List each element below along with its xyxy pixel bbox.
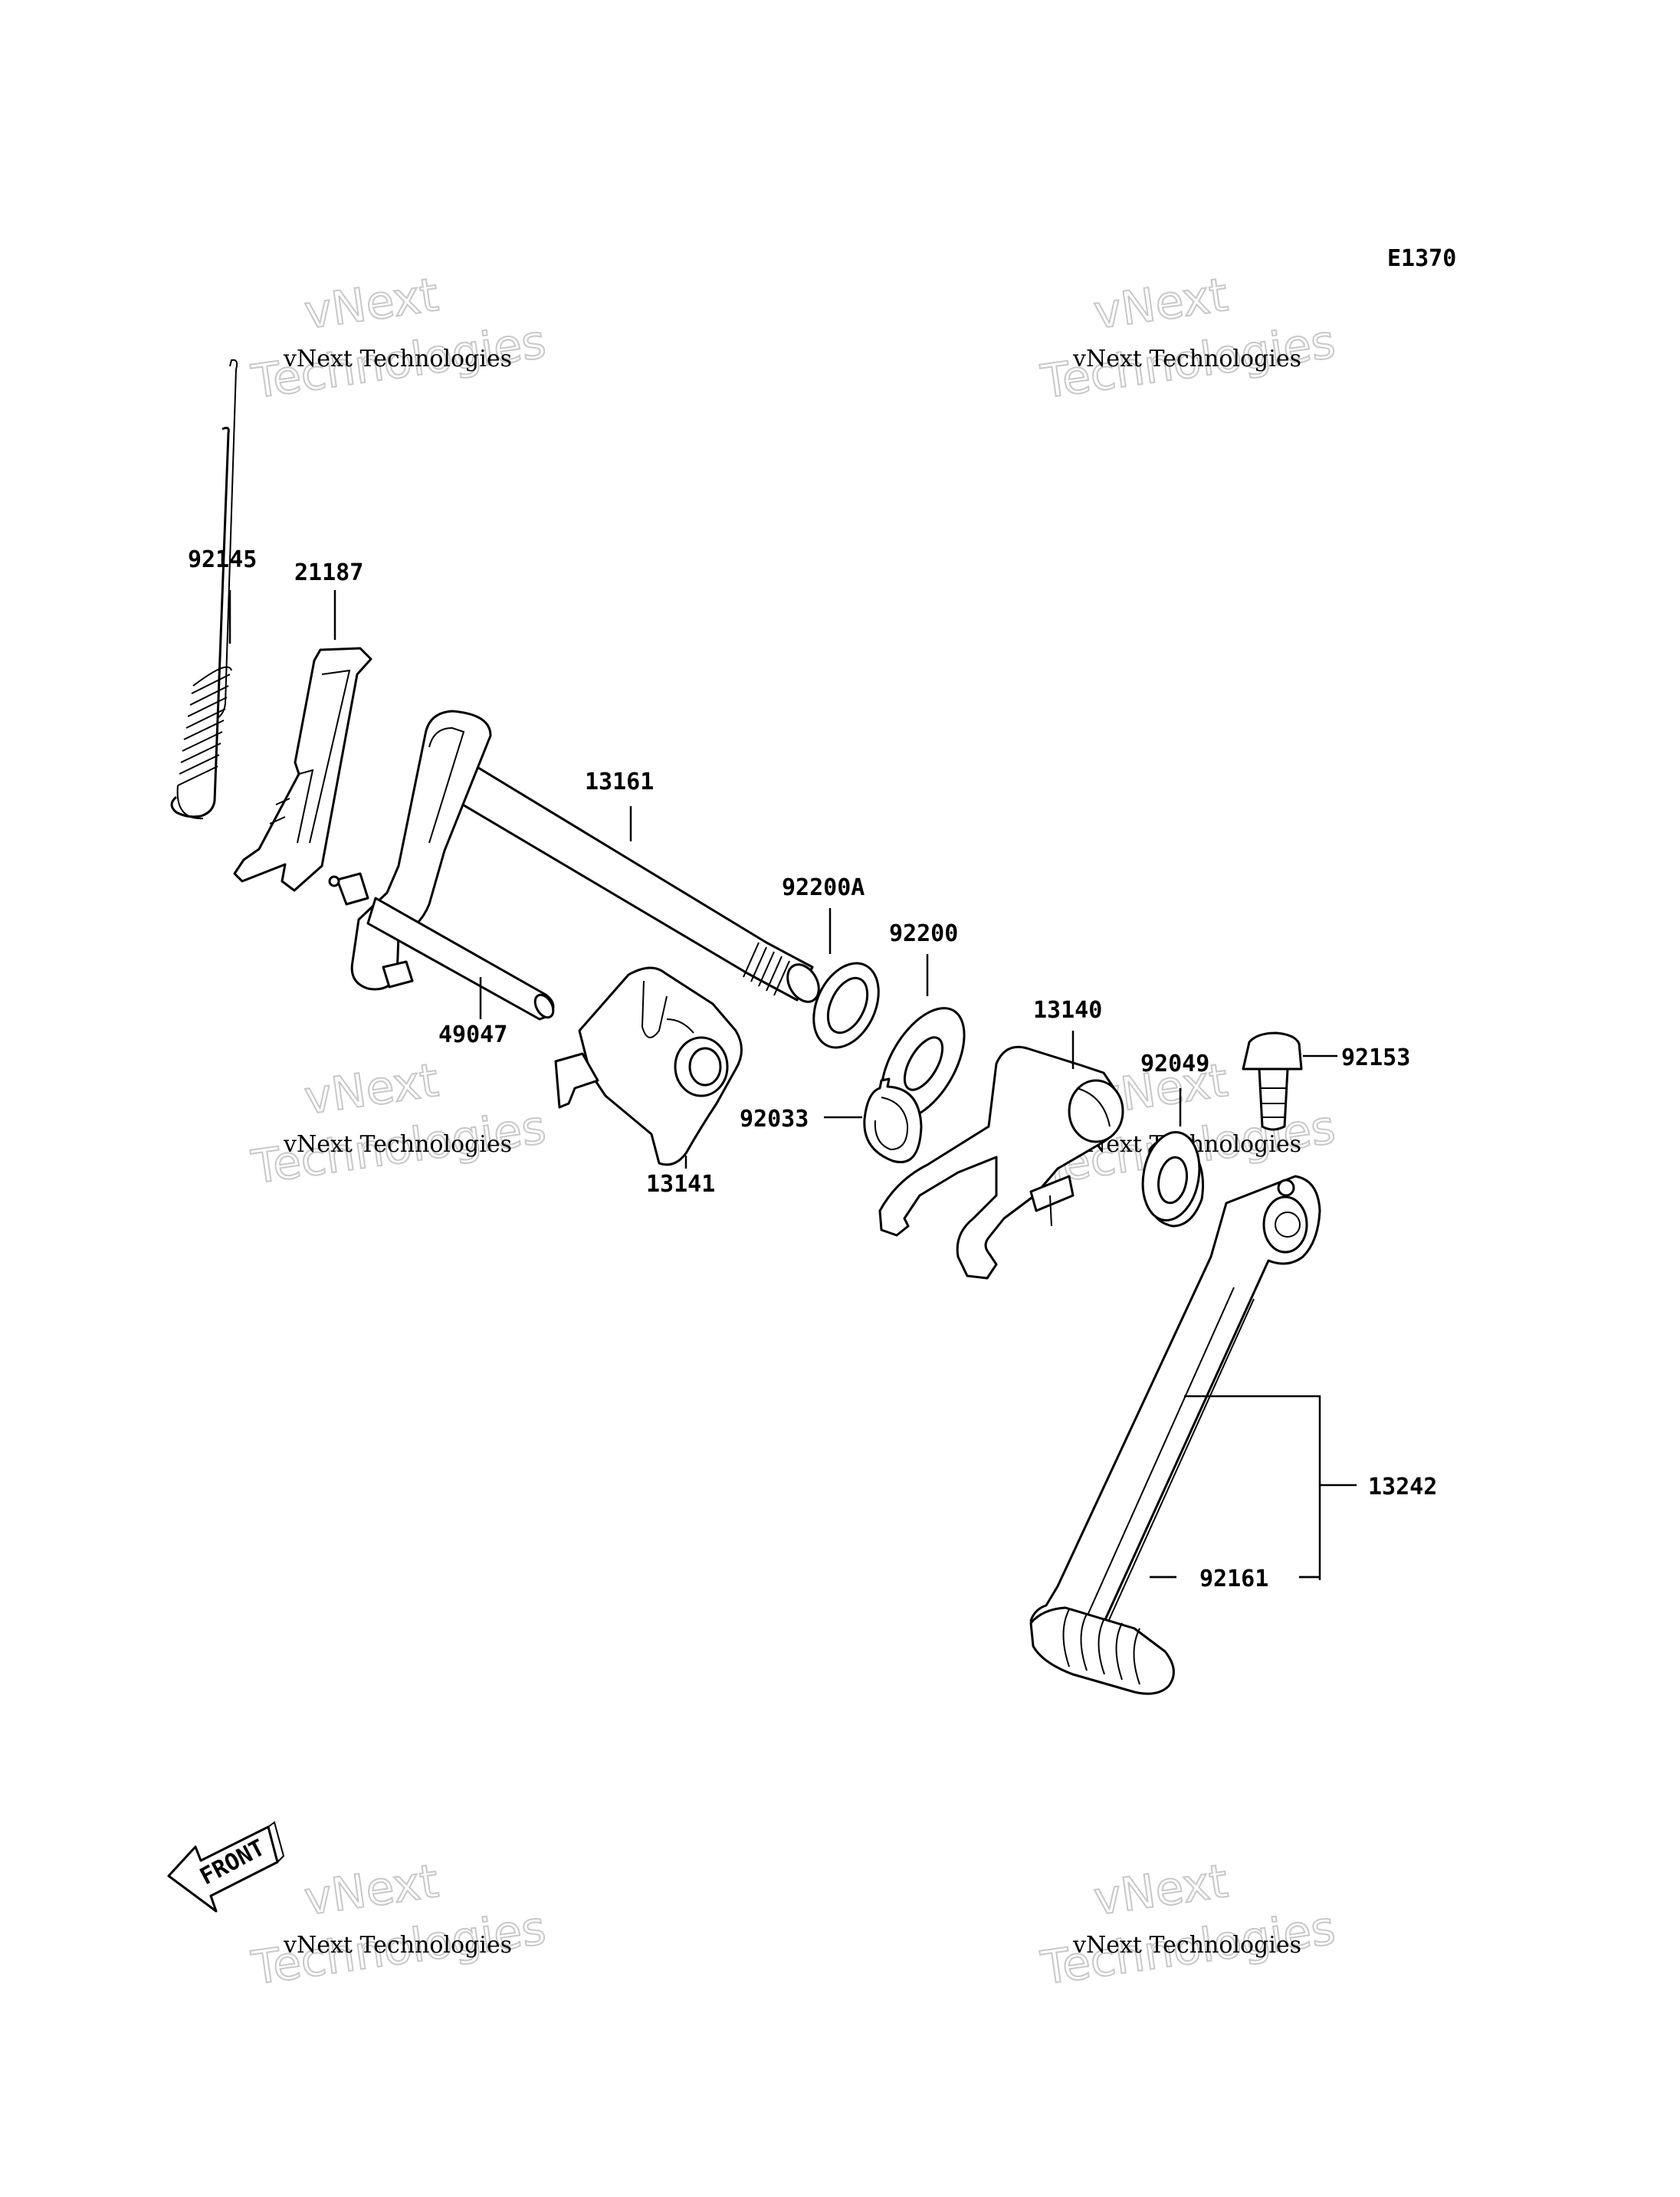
part-92200A-washer[interactable] [801,953,891,1058]
part-13242-shift-pedal[interactable] [1029,1175,1321,1663]
diagram-code: E1370 [1387,245,1456,272]
part-13141-ratchet[interactable] [554,966,743,1166]
watermark-brand: vNext [1091,1854,1231,1926]
label-13140: 13140 [1033,997,1102,1024]
label-13242: 13242 [1368,1474,1437,1500]
label-92153: 92153 [1341,1044,1410,1071]
label-92145: 92145 [188,546,257,573]
label-92200A: 92200A [782,874,865,901]
part-92049-oil-seal[interactable] [1136,1128,1206,1228]
part-21187-stopper[interactable] [233,647,372,892]
part-13140-shift-arm[interactable] [878,1045,1124,1280]
part-92153-bolt[interactable] [1242,1031,1303,1131]
watermark-text: vNext Technologies [283,1131,512,1158]
label-13161: 13161 [585,769,654,795]
part-49047-pin[interactable] [366,897,557,1021]
part-labels: 92145 21187 13161 92200A 92200 13140 920… [188,546,1437,1592]
label-92200: 92200 [889,920,958,947]
label-13141: 13141 [646,1171,715,1198]
label-49047: 49047 [438,1021,507,1048]
label-92049: 92049 [1140,1051,1209,1077]
label-21187: 21187 [294,559,363,586]
front-direction-arrow: FRONT [167,1821,285,1913]
watermark-brand: vNext [301,1854,441,1926]
watermark-bottom-right: vNext Technologies vNext Technologies [1037,1854,1339,1996]
label-92033: 92033 [740,1106,809,1133]
watermark-brand: vNext [1091,268,1231,340]
label-92161: 92161 [1199,1566,1268,1592]
watermark-text: vNext Technologies [1072,346,1301,372]
watermark-bottom-left: vNext Technologies vNext Technologies [248,1854,550,1996]
watermark-text: vNext Technologies [1072,1932,1301,1959]
watermark-mid-left: vNext Technologies vNext Technologies [248,1053,550,1195]
part-92161-rubber[interactable] [1029,1606,1175,1695]
watermark-text: vNext Technologies [283,346,512,372]
watermark-brand: vNext [301,268,441,340]
leader-lines [228,590,1357,1580]
part-13161-shift-shaft[interactable] [328,710,825,1008]
part-92033-circlip[interactable] [863,1077,923,1163]
watermark-top-left: vNext Technologies vNext Technologies [248,267,550,410]
part-92145-spring[interactable] [170,359,238,820]
watermark-text: vNext Technologies [283,1932,512,1959]
watermark-brand: vNext [301,1054,441,1126]
watermark-top-right: vNext Technologies vNext Technologies [1037,267,1339,410]
